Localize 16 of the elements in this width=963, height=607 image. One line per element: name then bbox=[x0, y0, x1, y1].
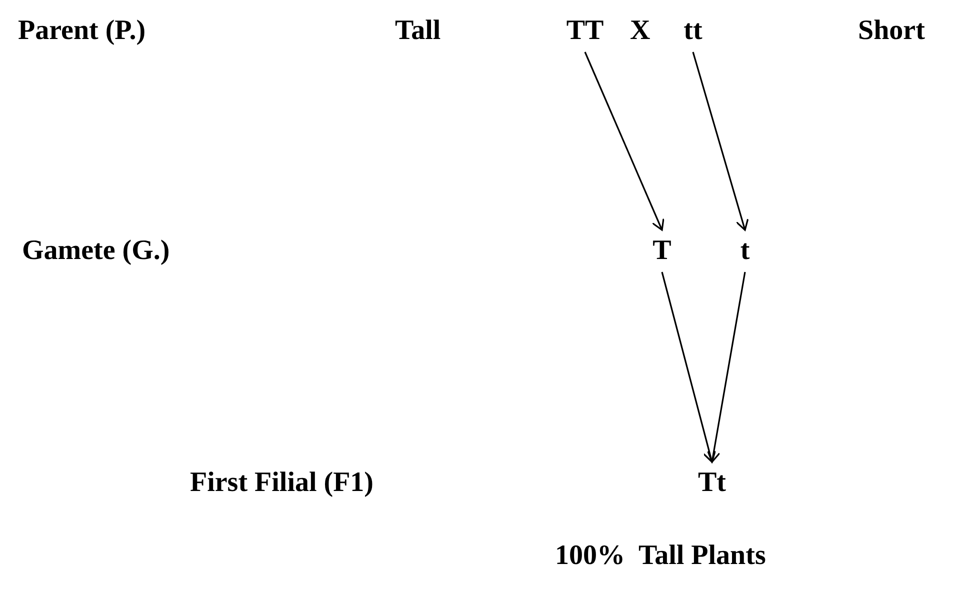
genotype-text: TT bbox=[556, 14, 614, 48]
generation-label: 100% Tall Plants bbox=[555, 539, 766, 573]
generation-label: X bbox=[630, 14, 650, 48]
generation-label: Short bbox=[858, 14, 925, 48]
genotype-text: T bbox=[646, 234, 678, 268]
arrow bbox=[692, 52, 749, 231]
arrow bbox=[584, 52, 664, 231]
generation-label: Gamete (G.) bbox=[22, 234, 170, 268]
arrow bbox=[707, 272, 746, 463]
genotype-text: t bbox=[732, 234, 758, 268]
generation-label: Tall bbox=[395, 14, 441, 48]
arrow bbox=[661, 272, 716, 463]
generation-label: Parent (P.) bbox=[18, 14, 146, 48]
genotype-text: tt bbox=[676, 14, 710, 48]
genotype-text: Tt bbox=[686, 466, 738, 500]
generation-label: First Filial (F1) bbox=[190, 466, 374, 500]
